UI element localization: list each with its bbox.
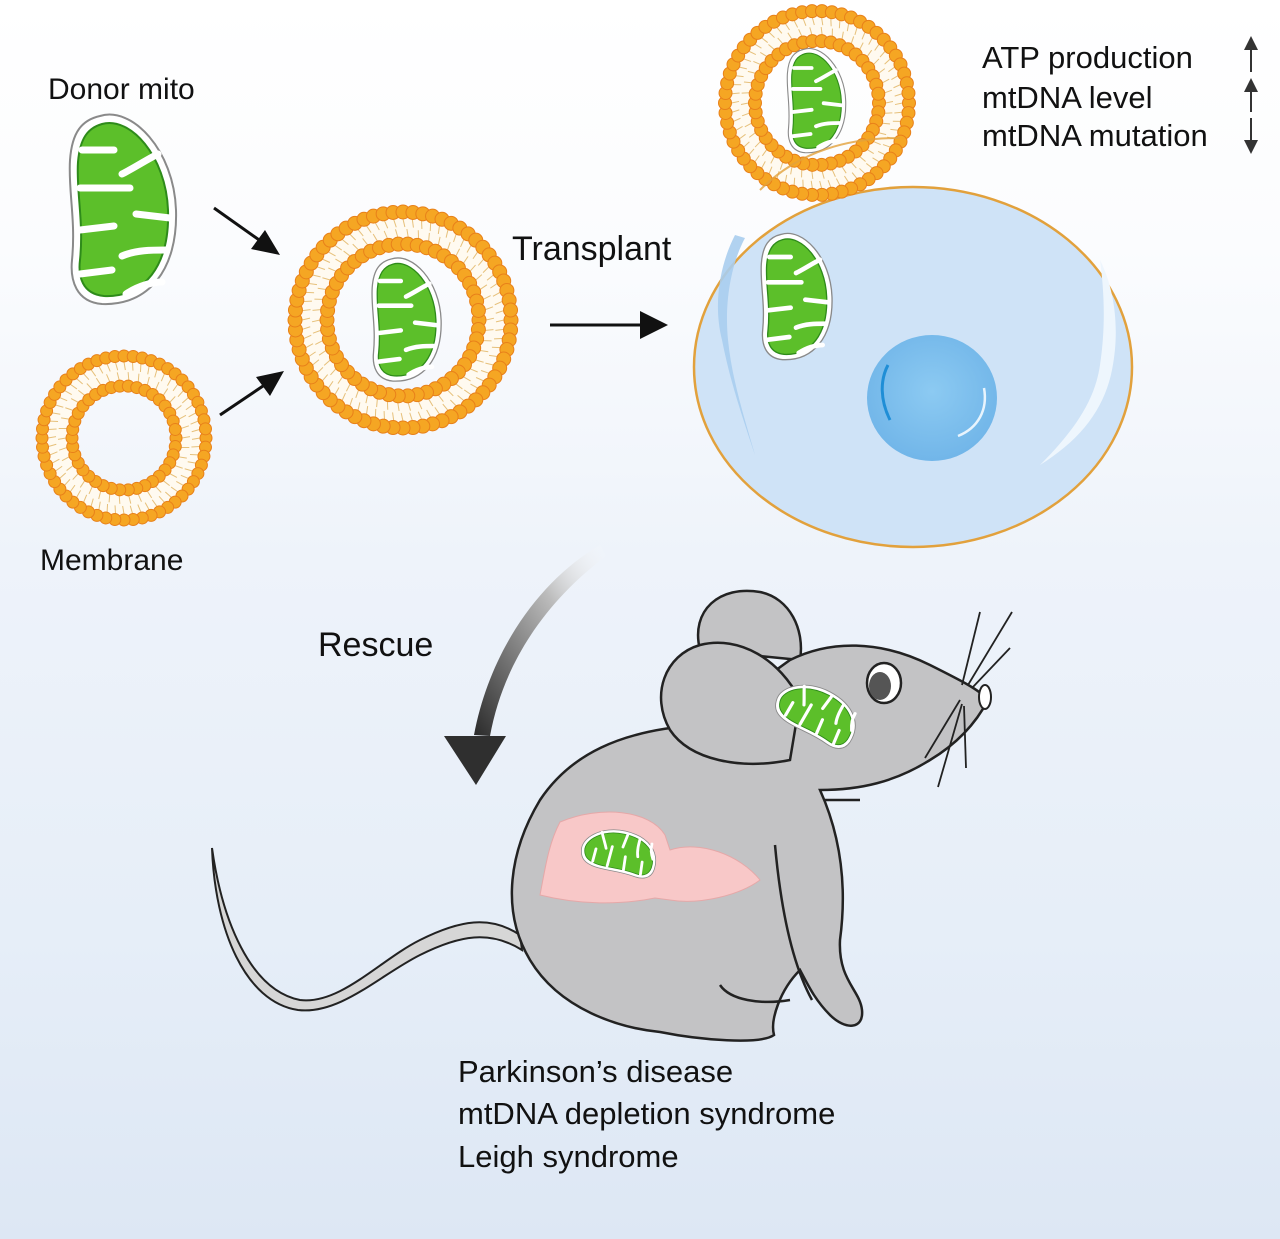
arrow-up-icon [1244, 36, 1258, 72]
fusing-vesicle-icon [718, 4, 916, 202]
diseases-list: Parkinson’s disease mtDNA depletion synd… [458, 1054, 835, 1174]
lipid-head [901, 86, 916, 101]
mouse-tail [211, 847, 524, 1012]
lipid-head [871, 86, 886, 101]
arrow-down-icon [1244, 118, 1258, 154]
rescue-label: Rescue [318, 626, 433, 664]
encapsulated-mitochondrion-icon [372, 258, 441, 381]
effect-atp-production: ATP production [982, 40, 1193, 75]
disease-item: Parkinson’s disease [458, 1054, 733, 1089]
merge-arrow-top [213, 206, 280, 255]
disease-item: Leigh syndrome [458, 1139, 679, 1174]
recipient-cell-icon [692, 185, 1134, 549]
effects-list: ATP production mtDNA level mtDNA mutatio… [982, 36, 1258, 154]
effect-mtdna-mutation: mtDNA mutation [982, 118, 1208, 153]
membrane-label: Membrane [40, 544, 183, 577]
transplant-arrow [550, 311, 668, 339]
merge-arrow-bottom [219, 371, 284, 417]
rescue-arrow [444, 545, 606, 785]
disease-item: mtDNA depletion syndrome [458, 1096, 835, 1131]
effect-mtdna-level: mtDNA level [982, 80, 1153, 115]
donor-mito-label: Donor mito [48, 73, 195, 106]
lipid-head [198, 422, 212, 436]
fusing-mitochondrion-icon [785, 46, 848, 155]
whiskers-icon [924, 611, 1013, 788]
mouse-body [510, 644, 990, 1042]
transplant-label: Transplant [512, 230, 672, 268]
membrane-vesicle-icon [35, 349, 213, 527]
encapsulated-mito-vesicle-icon [287, 204, 519, 436]
lipid-head [470, 302, 486, 318]
lipid-head [503, 302, 519, 318]
nucleus-icon [867, 335, 997, 461]
donor-mitochondrion-icon [70, 115, 176, 304]
lipid-head [168, 422, 182, 436]
arrow-up-icon [1244, 78, 1258, 112]
